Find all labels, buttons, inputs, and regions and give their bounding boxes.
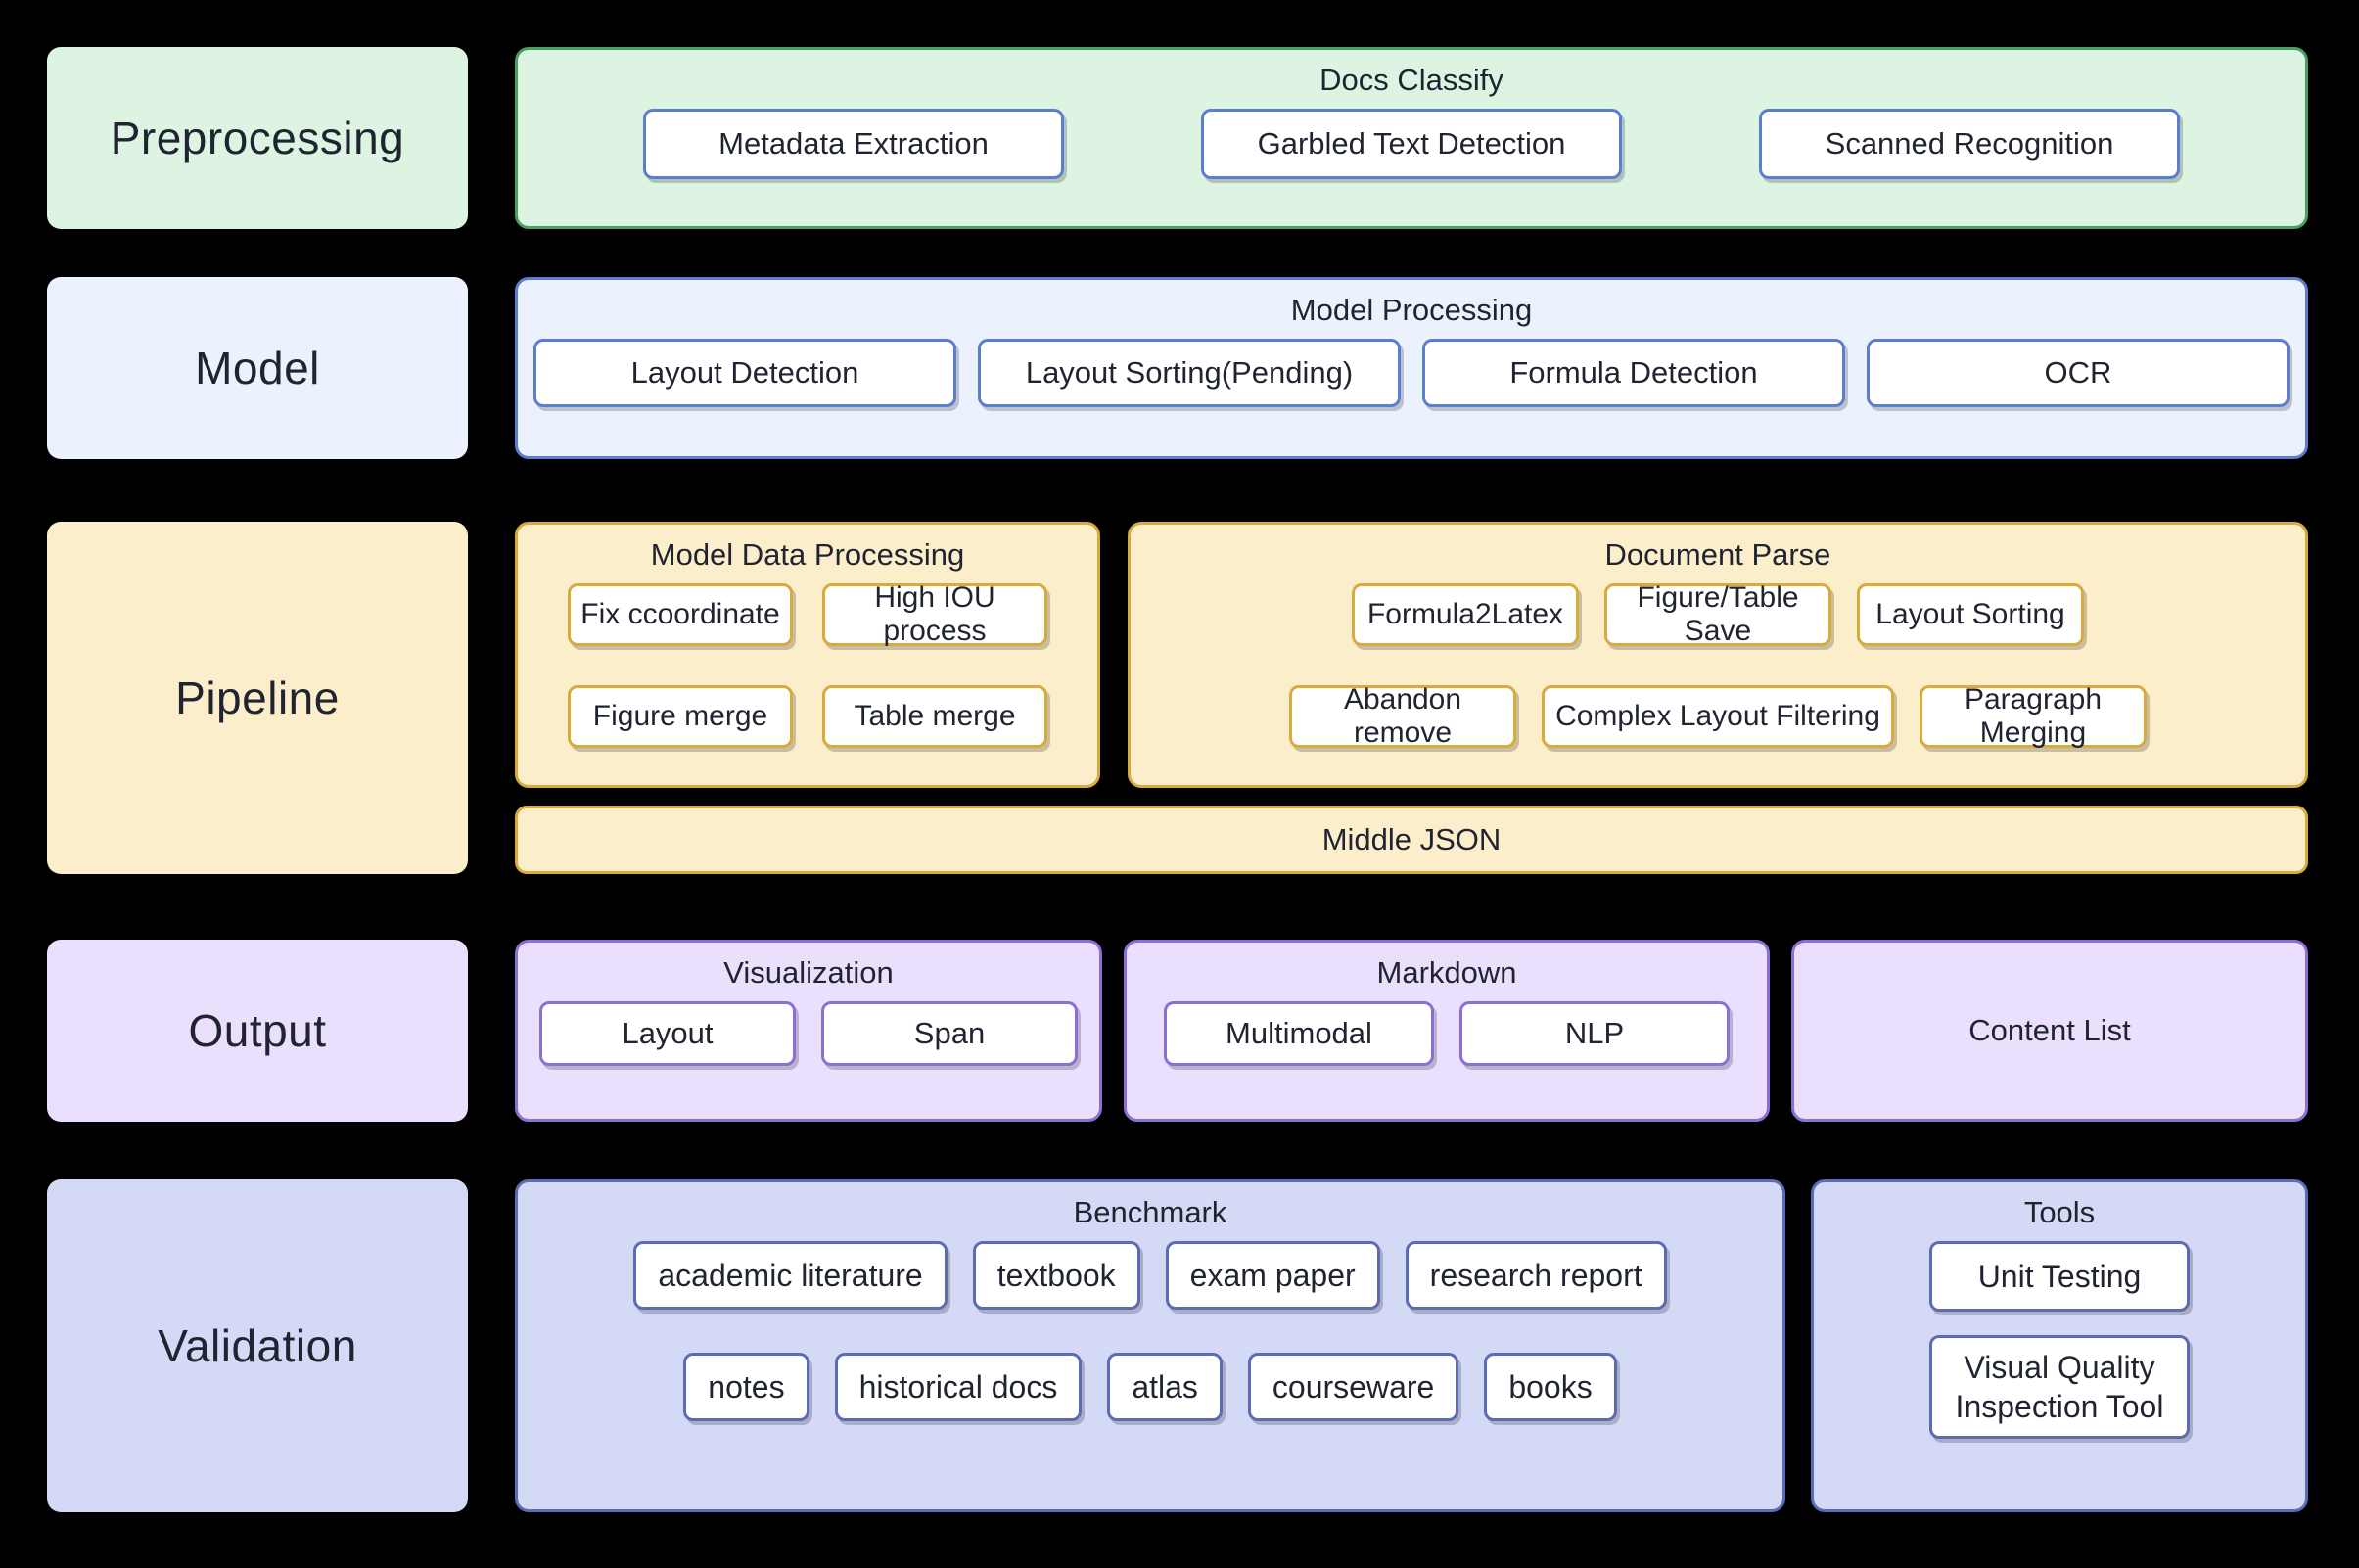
- chip-multimodal[interactable]: Multimodal: [1164, 1001, 1434, 1067]
- model-processing-chips: Layout Detection Layout Sorting(Pending)…: [533, 339, 2290, 408]
- chip-nlp[interactable]: NLP: [1459, 1001, 1730, 1067]
- benchmark-chips: academic literature textbook exam paper …: [518, 1241, 1782, 1422]
- chip-layout-sorting-pending[interactable]: Layout Sorting(Pending): [978, 339, 1401, 408]
- chip-layout[interactable]: Layout: [539, 1001, 796, 1067]
- row-output: Output Visualization Layout Span Markdow…: [47, 940, 2308, 1122]
- group-visualization: Visualization Layout Span: [515, 940, 1102, 1122]
- group-content-list[interactable]: Content List: [1791, 940, 2308, 1122]
- chip-complex-layout-filtering[interactable]: Complex Layout Filtering: [1542, 685, 1894, 749]
- chip-layout-detection[interactable]: Layout Detection: [533, 339, 956, 408]
- chip-courseware[interactable]: courseware: [1247, 1353, 1459, 1422]
- row-pipeline: Pipeline Model Data Processing Fix ccoor…: [47, 522, 2308, 874]
- chip-academic-literature[interactable]: academic literature: [633, 1241, 948, 1311]
- chip-textbook[interactable]: textbook: [972, 1241, 1140, 1311]
- group-title-benchmark: Benchmark: [1073, 1195, 1227, 1229]
- pipeline-groups: Model Data Processing Fix ccoordinate Hi…: [515, 522, 2308, 788]
- markdown-chips: Multimodal NLP: [1164, 1001, 1730, 1067]
- group-docs-classify: Docs Classify Metadata Extraction Garble…: [515, 47, 2308, 229]
- chip-metadata-extraction[interactable]: Metadata Extraction: [643, 109, 1064, 180]
- group-tools: Tools Unit Testing Visual Quality Inspec…: [1811, 1179, 2308, 1512]
- chip-unit-testing[interactable]: Unit Testing: [1929, 1241, 2190, 1313]
- model-content: Model Processing Layout Detection Layout…: [515, 277, 2308, 459]
- document-parse-chips: Formula2Latex Figure/Table Save Layout S…: [1131, 581, 2305, 749]
- chip-visual-quality-inspection-tool[interactable]: Visual Quality Inspection Tool: [1929, 1335, 2190, 1440]
- group-model-processing: Model Processing Layout Detection Layout…: [515, 277, 2308, 459]
- chip-research-report[interactable]: research report: [1405, 1241, 1667, 1311]
- group-model-data-processing: Model Data Processing Fix ccoordinate Hi…: [515, 522, 1100, 788]
- chip-formula-detection[interactable]: Formula Detection: [1422, 339, 1845, 408]
- chip-figure-table-save[interactable]: Figure/Table Save: [1604, 581, 1831, 647]
- stage-label-validation: Validation: [47, 1179, 468, 1512]
- group-title-docs-classify: Docs Classify: [1319, 63, 1503, 97]
- row-preprocessing: Preprocessing Docs Classify Metadata Ext…: [47, 47, 2308, 229]
- chip-paragraph-merging[interactable]: Paragraph Merging: [1920, 683, 2147, 749]
- chip-atlas[interactable]: atlas: [1107, 1353, 1223, 1422]
- chip-historical-docs[interactable]: historical docs: [834, 1353, 1083, 1422]
- chip-abandon-remove[interactable]: Abandon remove: [1289, 683, 1516, 749]
- group-markdown: Markdown Multimodal NLP: [1124, 940, 1770, 1122]
- group-title-tools: Tools: [2023, 1195, 2096, 1229]
- model-data-processing-chips: Fix ccoordinate High IOU process Figure …: [518, 581, 1097, 749]
- chip-formula2latex[interactable]: Formula2Latex: [1352, 583, 1579, 647]
- output-content: Visualization Layout Span Markdown Multi…: [515, 940, 2308, 1122]
- group-title-markdown: Markdown: [1376, 955, 1517, 990]
- chip-high-iou-process[interactable]: High IOU process: [822, 581, 1047, 647]
- group-title-model-data-processing: Model Data Processing: [650, 537, 965, 572]
- chip-line-1: Visual Quality: [1964, 1350, 2155, 1386]
- chip-notes[interactable]: notes: [683, 1353, 809, 1422]
- stage-label-preprocessing: Preprocessing: [47, 47, 468, 229]
- chip-figure-merge[interactable]: Figure merge: [568, 685, 793, 749]
- stage-label-pipeline: Pipeline: [47, 522, 468, 874]
- chip-layout-sorting[interactable]: Layout Sorting: [1857, 583, 2084, 647]
- validation-content: Benchmark academic literature textbook e…: [515, 1179, 2308, 1512]
- stage-label-output: Output: [47, 940, 468, 1122]
- chip-table-merge[interactable]: Table merge: [822, 685, 1047, 749]
- tools-chips: Unit Testing Visual Quality Inspection T…: [1929, 1241, 2190, 1440]
- group-title-visualization: Visualization: [723, 955, 894, 990]
- docs-classify-chips: Metadata Extraction Garbled Text Detecti…: [643, 109, 2180, 180]
- chip-ocr[interactable]: OCR: [1867, 339, 2290, 408]
- preprocessing-content: Docs Classify Metadata Extraction Garble…: [515, 47, 2308, 229]
- visualization-chips: Layout Span: [539, 1001, 1078, 1067]
- middle-json-bar[interactable]: Middle JSON: [515, 806, 2308, 874]
- pipeline-content: Model Data Processing Fix ccoordinate Hi…: [515, 522, 2308, 874]
- chip-garbled-text-detection[interactable]: Garbled Text Detection: [1201, 109, 1622, 180]
- group-title-model-processing: Model Processing: [1290, 293, 1533, 327]
- row-model: Model Model Processing Layout Detection …: [47, 277, 2308, 459]
- chip-line-2: Inspection Tool: [1955, 1389, 2164, 1425]
- stage-label-model: Model: [47, 277, 468, 459]
- chip-fix-ccoordinate[interactable]: Fix ccoordinate: [568, 583, 793, 647]
- group-document-parse: Document Parse Formula2Latex Figure/Tabl…: [1128, 522, 2308, 788]
- content-list-label: Content List: [1968, 1013, 2131, 1047]
- chip-exam-paper[interactable]: exam paper: [1165, 1241, 1380, 1311]
- chip-books[interactable]: books: [1484, 1353, 1617, 1422]
- chip-span[interactable]: Span: [821, 1001, 1078, 1067]
- chip-scanned-recognition[interactable]: Scanned Recognition: [1759, 109, 2180, 180]
- group-benchmark: Benchmark academic literature textbook e…: [515, 1179, 1785, 1512]
- group-title-document-parse: Document Parse: [1604, 537, 1831, 572]
- row-validation: Validation Benchmark academic literature…: [47, 1179, 2308, 1512]
